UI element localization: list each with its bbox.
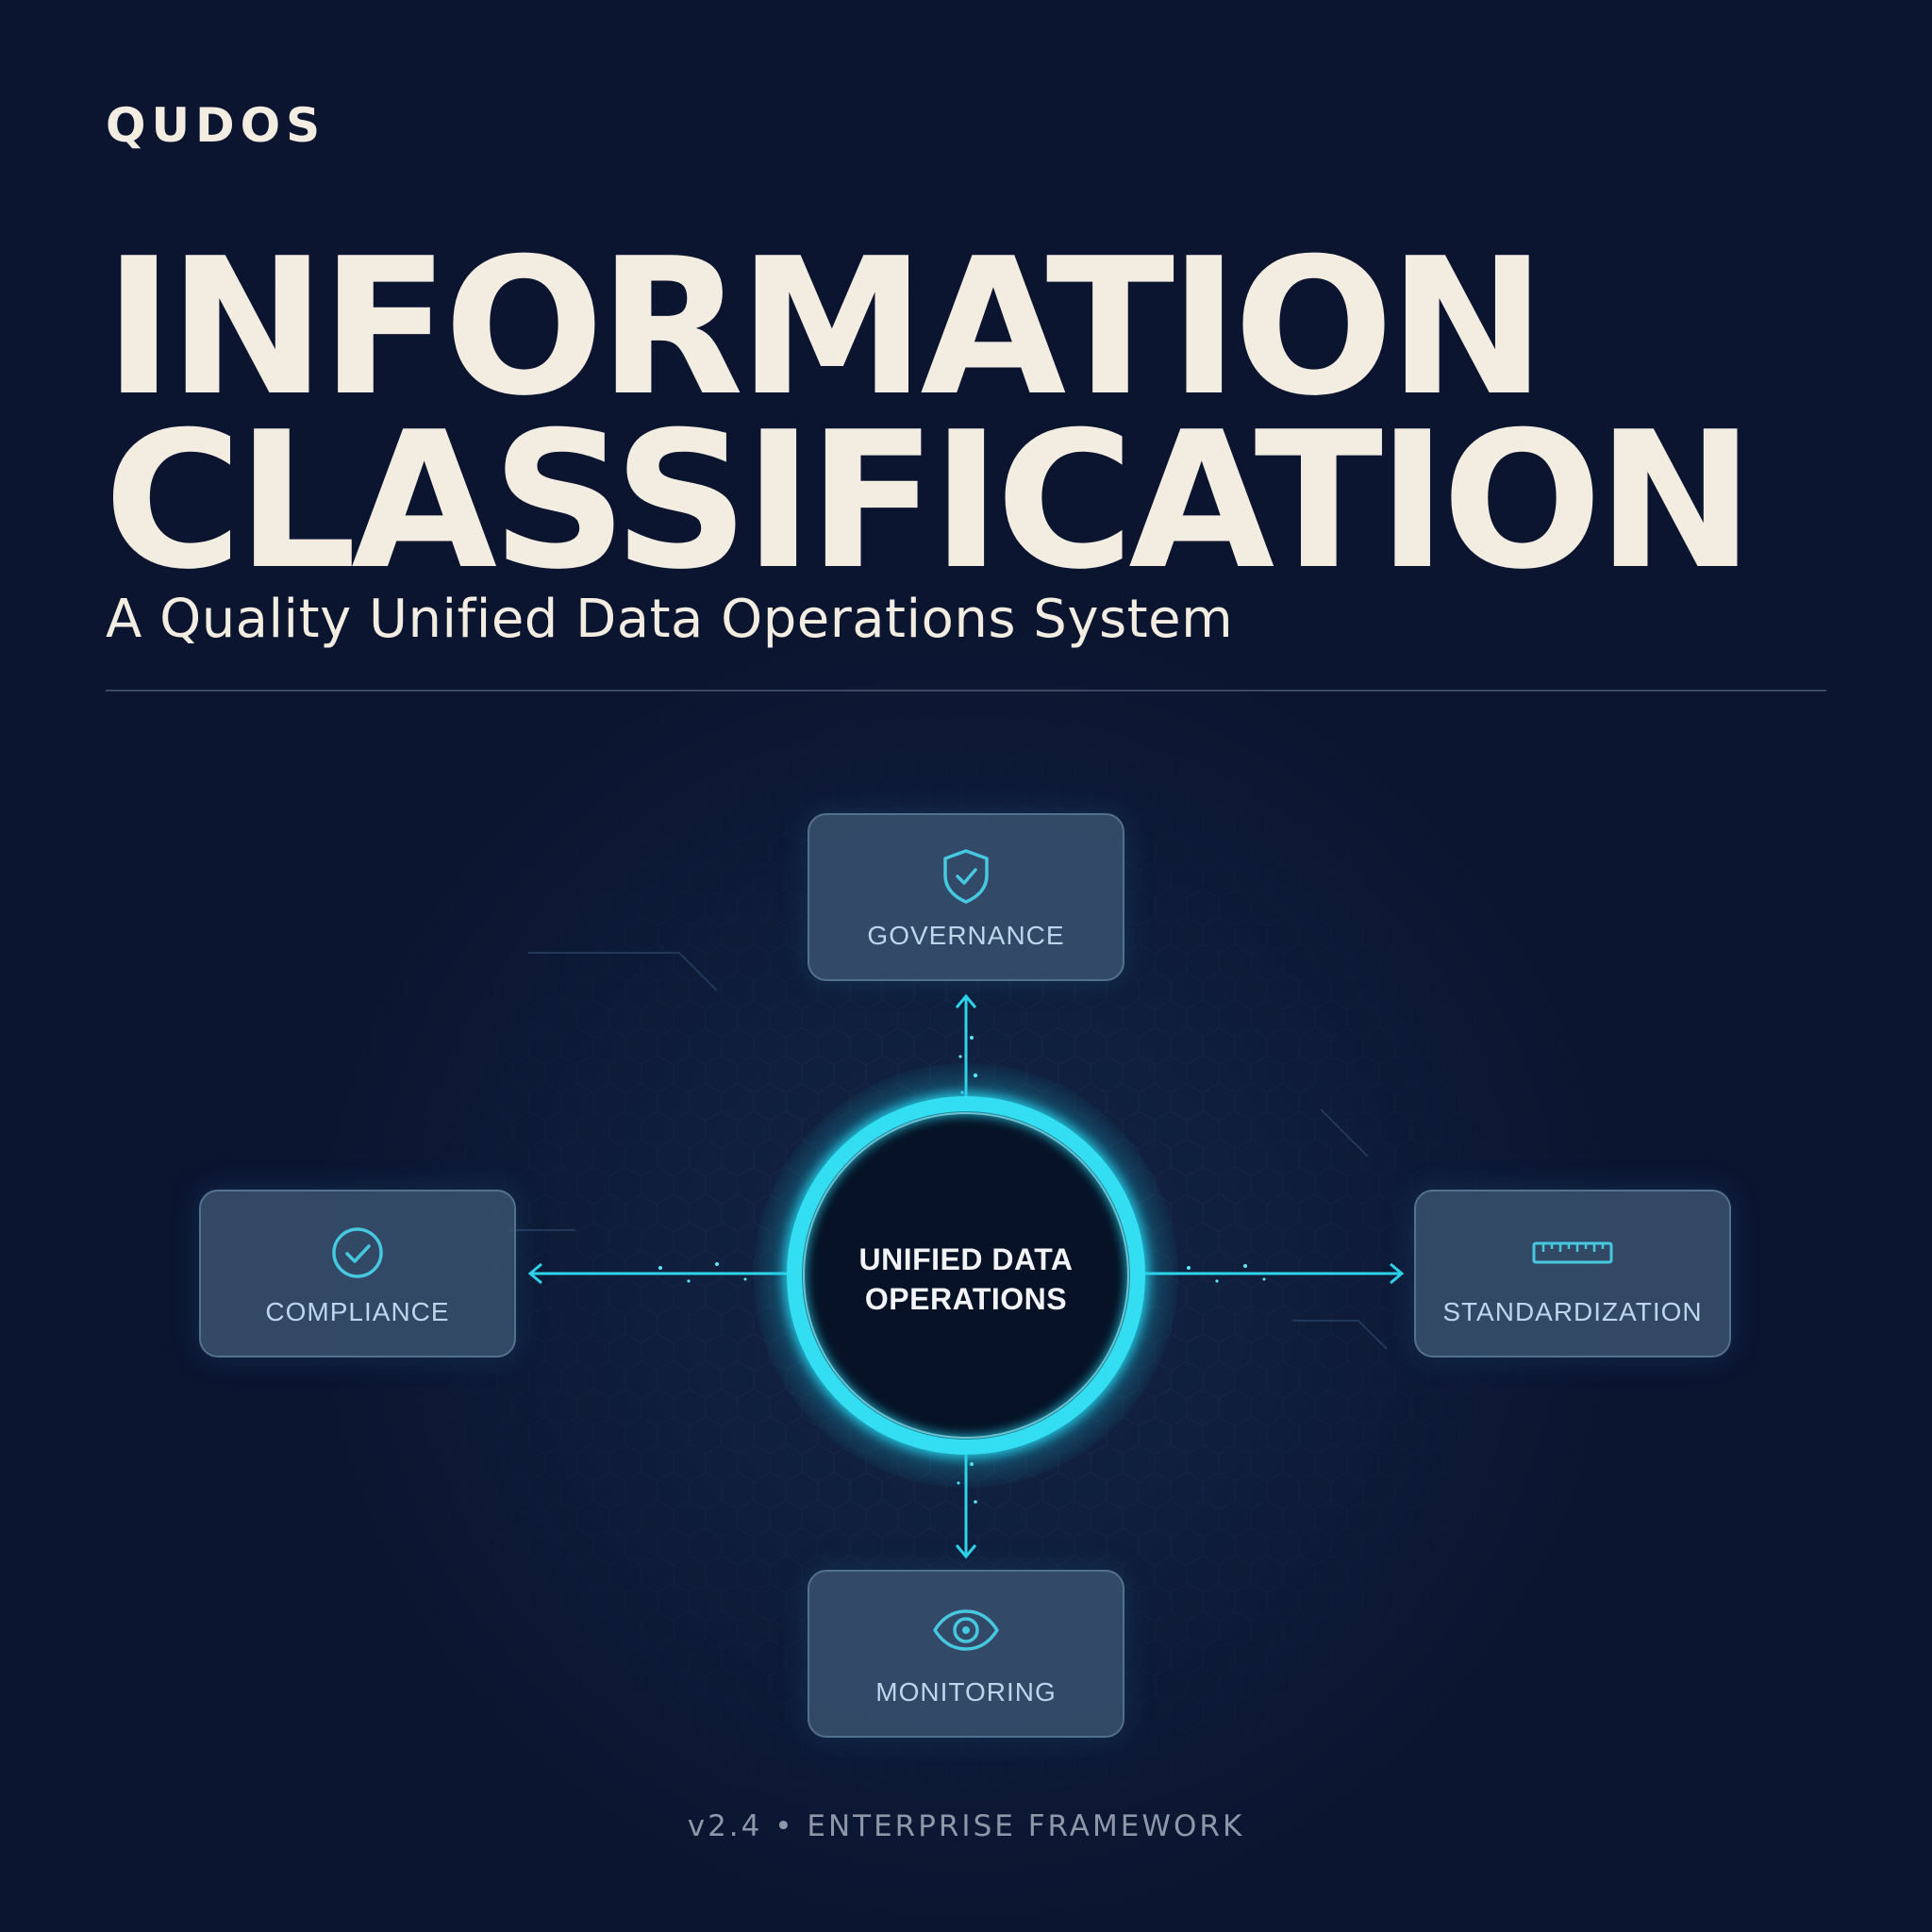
node-governance[interactable]: GOVERNANCE: [808, 813, 1124, 981]
footer-version: v2.4 • ENTERPRISE FRAMEWORK: [687, 1809, 1245, 1843]
node-governance-label: GOVERNANCE: [867, 921, 1065, 950]
arrowhead-compliance: [527, 1262, 542, 1285]
brand-logo: QUDOS: [106, 98, 326, 153]
page-title-line-2: CLASSIFICATION: [104, 391, 1755, 611]
eye-icon: [933, 1609, 999, 1651]
node-standardization-label: STANDARDIZATION: [1442, 1297, 1703, 1326]
node-compliance[interactable]: COMPLIANCE: [199, 1190, 516, 1357]
arrowhead-standardization: [1390, 1262, 1405, 1285]
circuit-traces: [509, 952, 1388, 1350]
header-divider: [106, 690, 1826, 691]
ruler-icon: [1532, 1241, 1613, 1264]
hub-inner-highlight: [803, 1112, 1129, 1439]
arrowhead-governance: [955, 993, 977, 1008]
check-circle-icon: [332, 1227, 383, 1278]
hub-label-line-1: UNIFIED DATA: [858, 1242, 1074, 1276]
shield-check-icon: [943, 849, 989, 904]
page-subtitle: A Quality Unified Data Operations System: [106, 589, 1234, 650]
node-monitoring-label: MONITORING: [875, 1677, 1057, 1707]
hub-core: [800, 1109, 1132, 1441]
page-title-line-1: INFORMATION: [104, 218, 1546, 438]
node-monitoring[interactable]: MONITORING: [808, 1570, 1124, 1738]
node-standardization[interactable]: STANDARDIZATION: [1414, 1190, 1731, 1357]
hub-label-line-2: OPERATIONS: [864, 1282, 1068, 1316]
hub-ring: [787, 1096, 1145, 1455]
arrowhead-monitoring: [955, 1544, 977, 1559]
hub-label: UNIFIED DATA OPERATIONS: [777, 1240, 1155, 1319]
node-compliance-label: COMPLIANCE: [265, 1297, 450, 1326]
